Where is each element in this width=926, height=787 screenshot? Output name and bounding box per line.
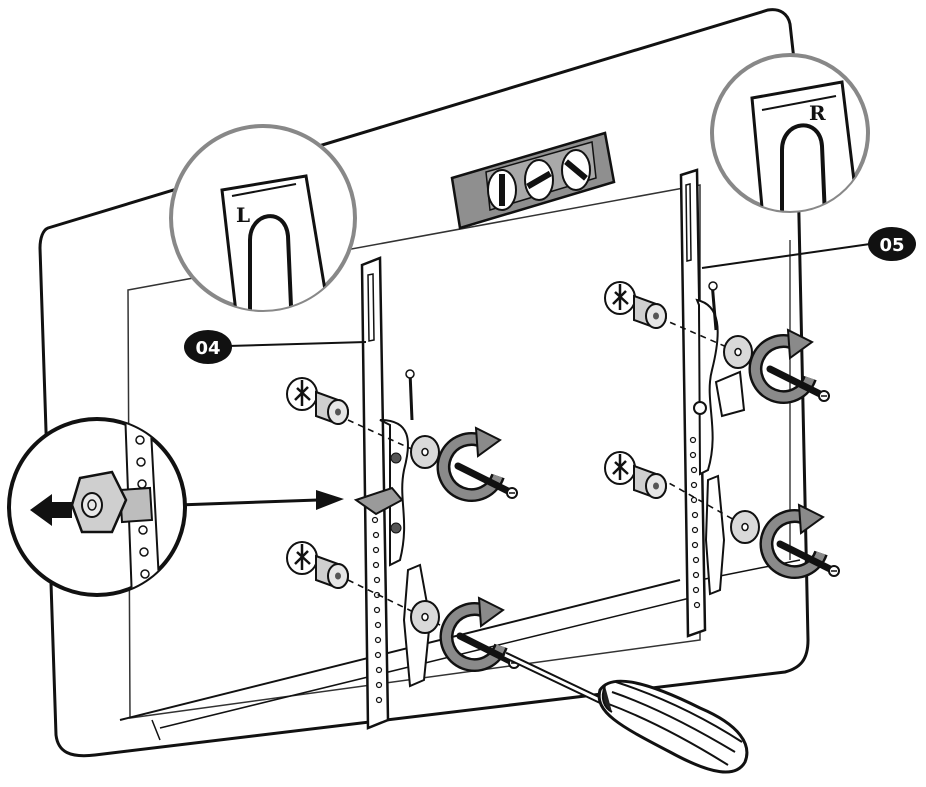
callout-04-label: 04 bbox=[195, 338, 220, 359]
zoom-lens-knob bbox=[7, 417, 187, 597]
callout-05: 05 bbox=[701, 227, 916, 269]
washer-bottom-left bbox=[410, 600, 440, 634]
right-bracket bbox=[679, 168, 746, 638]
callout-05-label: 05 bbox=[879, 235, 904, 256]
callout-04: 04 bbox=[184, 330, 367, 364]
left-bracket bbox=[353, 256, 432, 730]
right-lens-letter: R bbox=[809, 101, 826, 125]
screwdriver bbox=[503, 651, 749, 774]
washer-top-left bbox=[410, 435, 440, 469]
left-lens-letter: L bbox=[236, 203, 250, 227]
level-vial-1 bbox=[487, 169, 517, 211]
left-arrow-icon bbox=[30, 494, 72, 526]
level-vial-3 bbox=[561, 149, 591, 191]
bubble-level bbox=[450, 131, 616, 230]
washer-top-right bbox=[723, 335, 753, 369]
zoom-lens-left: L bbox=[169, 124, 357, 312]
washer-bottom-right bbox=[730, 510, 760, 544]
level-vial-2 bbox=[524, 159, 554, 201]
right-bracket-holes bbox=[689, 436, 701, 609]
